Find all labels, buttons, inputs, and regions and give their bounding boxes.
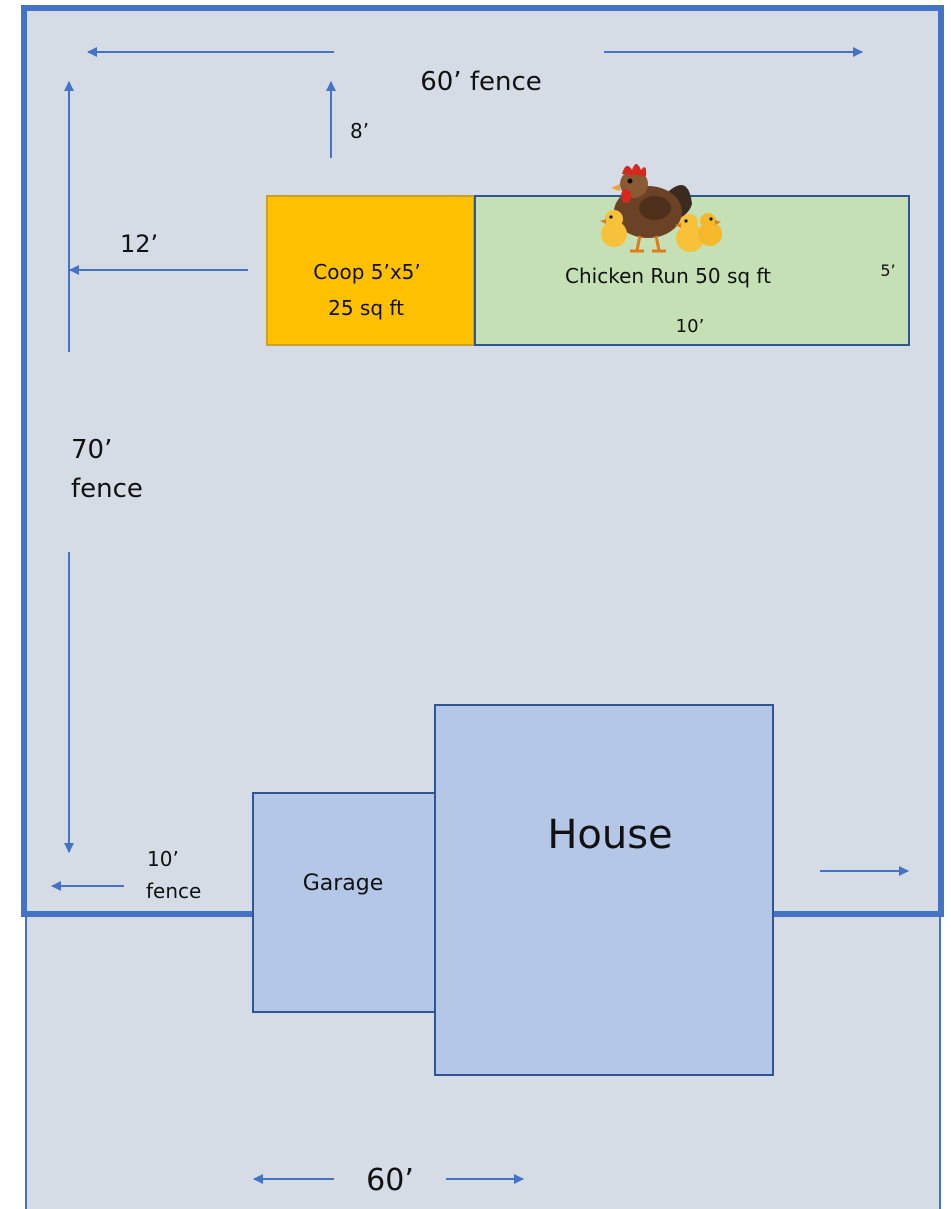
chicken-run-length: 10’	[676, 316, 705, 337]
side-fence-length: 70’	[71, 435, 112, 465]
chicken-run-title: Chicken Run 50 sq ft	[565, 264, 771, 288]
house-label: House	[547, 812, 672, 858]
coop-title: Coop 5’x5’	[313, 260, 421, 284]
small-fence-word: fence	[146, 879, 201, 903]
side-fence-word: fence	[71, 474, 143, 504]
fence-lines	[21, 5, 944, 917]
hen-with-chicks-icon	[600, 164, 722, 253]
bottom-width-label: 60’	[366, 1163, 414, 1198]
house-box	[434, 704, 774, 1076]
coop-area: 25 sq ft	[328, 296, 404, 320]
top-offset-label: 8’	[350, 119, 369, 143]
left-offset-label: 12’	[120, 230, 158, 258]
small-fence-length: 10’	[147, 847, 179, 871]
chicken-run-width: 5’	[880, 261, 895, 280]
garage-label: Garage	[303, 871, 384, 896]
top-fence-label: 60’ fence	[420, 67, 542, 97]
garage-box	[252, 792, 436, 1013]
